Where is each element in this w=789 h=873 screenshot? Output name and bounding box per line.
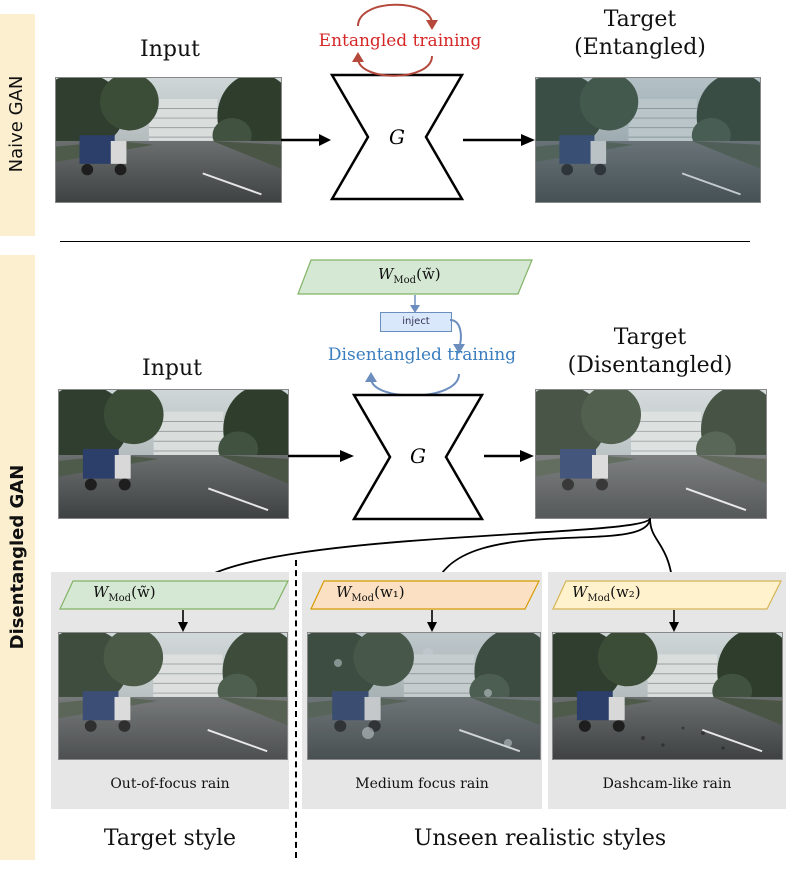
style-modulation-label-3: WMod(w₂) xyxy=(572,583,641,604)
naive-target-title: Target (Entangled) xyxy=(540,6,740,61)
disentangled-training-label: Disentangled training xyxy=(327,345,517,365)
style-arrow-3 xyxy=(669,610,679,632)
style-modulation-label-1: WMod(w̃) xyxy=(93,583,156,604)
disentangled-generator-label: G xyxy=(410,444,426,468)
style-modulation-box-2 xyxy=(310,580,540,610)
modulation-box xyxy=(297,259,533,295)
disentangled-target-title-line2: (Disentangled) xyxy=(567,352,733,378)
style-modulation-label-2: WMod(w₁) xyxy=(336,583,405,604)
naive-target-image xyxy=(535,77,761,203)
disentangled-input-arrow xyxy=(288,450,354,462)
style-group-separator xyxy=(295,560,297,858)
naive-target-title-line1: Target xyxy=(603,7,677,32)
style-caption-3: Dashcam-like rain xyxy=(602,776,732,792)
disentangled-generator xyxy=(352,393,484,521)
disentangled-target-title-line1: Target xyxy=(613,325,687,350)
entangled-loop-icon xyxy=(352,3,438,77)
naive-generator xyxy=(330,73,464,201)
naive-output-arrow xyxy=(463,134,535,146)
style-caption-2: Medium focus rain xyxy=(355,776,489,792)
style-image-medium-focus xyxy=(307,632,541,760)
naive-target-title-line2: (Entangled) xyxy=(574,34,706,60)
naive-input-arrow xyxy=(281,134,331,146)
naive-generator-label: G xyxy=(389,125,405,149)
style-arrow-1 xyxy=(178,610,188,632)
modulation-label: WMod(w̃) xyxy=(378,265,441,286)
disentangled-gan-band xyxy=(0,255,35,860)
disentangled-input-image xyxy=(58,389,289,519)
modulation-inject-arrow xyxy=(410,295,420,313)
section-divider xyxy=(60,241,750,242)
disentangled-target-image xyxy=(535,389,767,519)
style-image-out-of-focus xyxy=(58,632,288,760)
target-style-label: Target style xyxy=(103,826,237,851)
style-modulation-box-3 xyxy=(552,580,782,610)
disentangled-target-title: Target (Disentangled) xyxy=(530,324,770,379)
disentangled-input-title: Input xyxy=(142,356,202,381)
naive-input-title: Input xyxy=(140,37,200,62)
naive-gan-band xyxy=(0,14,35,236)
entangled-training-label: Entangled training xyxy=(318,31,482,51)
unseen-styles-label: Unseen realistic styles xyxy=(413,826,667,851)
style-arrow-2 xyxy=(427,610,437,632)
style-image-dashcam xyxy=(552,632,783,760)
style-caption-1: Out-of-focus rain xyxy=(110,776,230,792)
inject-badge: inject xyxy=(380,312,452,332)
style-modulation-box-1 xyxy=(59,580,289,610)
disentangled-output-arrow xyxy=(484,450,534,462)
